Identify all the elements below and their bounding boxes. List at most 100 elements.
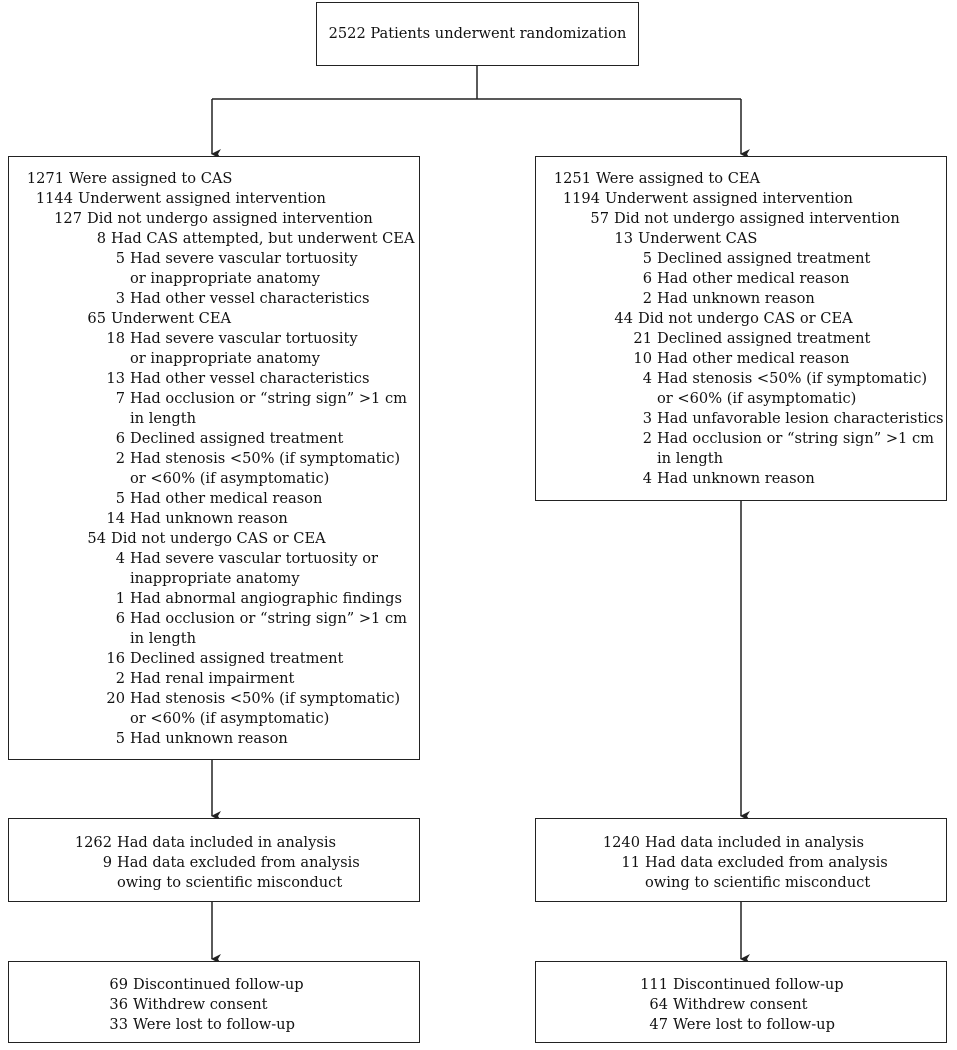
line-text: or inappropriate anatomy <box>130 350 320 367</box>
count-number: 21 <box>633 330 652 347</box>
line-text: or <60% (if asymptomatic) <box>657 390 857 407</box>
line-text: Underwent CEA <box>111 310 232 327</box>
count-number: 36 <box>109 996 128 1013</box>
count-number: 13 <box>614 230 633 247</box>
line-text: Had unknown reason <box>657 470 815 487</box>
line-text: Had occlusion or “string sign” >1 cm <box>130 610 407 627</box>
count-number: 57 <box>590 210 609 227</box>
count-number: 7 <box>115 390 125 407</box>
randomization-text: 2522 Patients underwent randomization <box>328 25 627 42</box>
count-number: 111 <box>640 976 668 993</box>
count-number: 5 <box>115 490 125 507</box>
count-number: 44 <box>614 310 633 327</box>
line-text: Had other vessel characteristics <box>130 290 370 307</box>
line-text: Had data included in analysis <box>645 834 864 851</box>
count-number: 1271 <box>26 170 64 187</box>
count-number: 47 <box>649 1016 668 1033</box>
line-text: Did not undergo CAS or CEA <box>638 310 853 327</box>
line-text: Withdrew consent <box>673 996 808 1013</box>
count-number: 127 <box>54 210 82 227</box>
count-number: 18 <box>106 330 125 347</box>
count-number: 1144 <box>35 190 73 207</box>
count-number: 9 <box>102 854 112 871</box>
cas-analysis-box: 1262 Had data included in analysis 9 Had da… <box>8 818 420 902</box>
line-text: Withdrew consent <box>133 996 268 1013</box>
count-number: 8 <box>96 230 106 247</box>
line-text: Had unknown reason <box>657 290 815 307</box>
line-text: Had other vessel characteristics <box>130 370 370 387</box>
count-number: 4 <box>115 550 125 567</box>
line-text: Had other medical reason <box>657 270 850 287</box>
cea-followup-box: 111 Discontinued follow-up 64 Withdrew cons… <box>535 961 947 1043</box>
count-number: 1194 <box>562 190 600 207</box>
count-number: 6 <box>642 270 652 287</box>
count-number: 54 <box>87 530 106 547</box>
line-text: or inappropriate anatomy <box>130 270 320 287</box>
count-number: 69 <box>109 976 128 993</box>
line-text: Had unfavorable lesion characteristics <box>657 410 944 427</box>
count-number: 2 <box>115 670 125 687</box>
count-number: 33 <box>109 1016 128 1033</box>
count-number: 6 <box>115 610 125 627</box>
line-text: Had CAS attempted, but underwent CEA <box>111 230 415 247</box>
count-number: 5 <box>115 250 125 267</box>
count-number: 11 <box>621 854 640 871</box>
count-number: 1240 <box>602 834 640 851</box>
count-number: 4 <box>642 370 652 387</box>
line-text: Were assigned to CEA <box>596 170 761 187</box>
count-number: 1 <box>115 590 125 607</box>
line-text: Had severe vascular tortuosity <box>130 250 358 267</box>
line-text: Had severe vascular tortuosity <box>130 330 358 347</box>
count-number: 14 <box>106 510 125 527</box>
count-number: 13 <box>106 370 125 387</box>
count-number: 20 <box>106 690 125 707</box>
line-text: Had stenosis <50% (if symptomatic) <box>657 370 928 387</box>
line-text: in length <box>130 630 197 647</box>
count-number: 64 <box>649 996 668 1013</box>
line-text: Were lost to follow-up <box>673 1016 835 1033</box>
line-text: Underwent CAS <box>638 230 758 247</box>
line-text: Had renal impairment <box>130 670 295 687</box>
line-text: Were lost to follow-up <box>133 1016 295 1033</box>
line-text: Had severe vascular tortuosity or <box>130 550 379 567</box>
count-number: 1251 <box>553 170 591 187</box>
line-text: Had unknown reason <box>130 510 288 527</box>
line-text: Had other medical reason <box>657 350 850 367</box>
line-text: owing to scientific misconduct <box>645 874 871 891</box>
line-text: Had unknown reason <box>130 730 288 747</box>
line-text: Declined assigned treatment <box>657 250 871 267</box>
line-text: or <60% (if asymptomatic) <box>130 710 330 727</box>
count-number: 16 <box>106 650 125 667</box>
count-number: 4 <box>642 470 652 487</box>
line-text: Discontinued follow-up <box>133 976 304 993</box>
line-text: Had data included in analysis <box>117 834 336 851</box>
count-number: 10 <box>633 350 652 367</box>
line-text: Had data excluded from analysis <box>117 854 360 871</box>
count-number: 2 <box>642 430 652 447</box>
line-text: Underwent assigned intervention <box>78 190 326 207</box>
line-text: Did not undergo CAS or CEA <box>111 530 326 547</box>
line-text: Declined assigned treatment <box>130 650 344 667</box>
line-text: Did not undergo assigned intervention <box>87 210 373 227</box>
line-text: Declined assigned treatment <box>657 330 871 347</box>
cas-followup-box: 69 Discontinued follow-up 36 Withdrew conse… <box>8 961 420 1043</box>
count-number: 3 <box>642 410 652 427</box>
count-number: 2 <box>642 290 652 307</box>
line-text: Did not undergo assigned intervention <box>614 210 900 227</box>
line-text: Had occlusion or “string sign” >1 cm <box>130 390 407 407</box>
cea-analysis-box: 1240 Had data included in analysis 11 Had d… <box>535 818 947 902</box>
count-number: 5 <box>115 730 125 747</box>
line-text: or <60% (if asymptomatic) <box>130 470 330 487</box>
line-text: in length <box>657 450 724 467</box>
count-number: 6 <box>115 430 125 447</box>
line-text: inappropriate anatomy <box>130 570 300 587</box>
line-text: Had other medical reason <box>130 490 323 507</box>
line-text: Were assigned to CAS <box>69 170 233 187</box>
count-number: 5 <box>642 250 652 267</box>
line-text: Had data excluded from analysis <box>645 854 888 871</box>
count-number: 1262 <box>74 834 112 851</box>
line-text: Discontinued follow-up <box>673 976 844 993</box>
